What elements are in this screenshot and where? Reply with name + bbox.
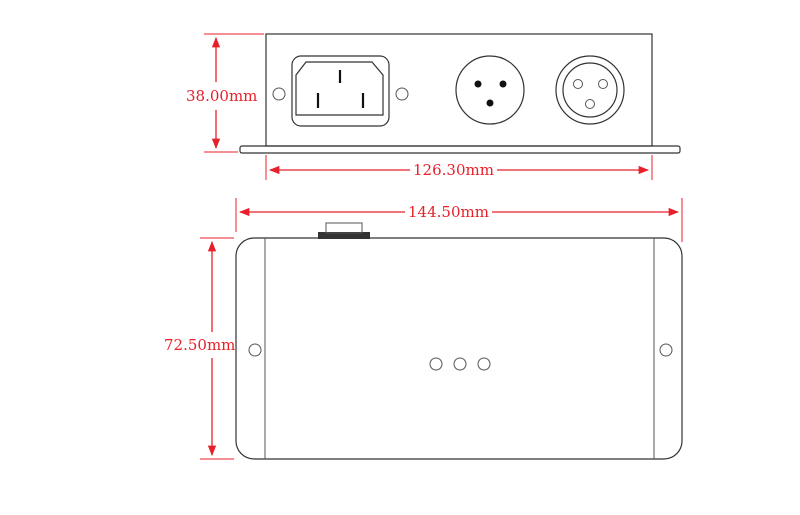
outer-width-label: 144.50mm: [408, 203, 489, 221]
front-view: [239, 33, 681, 154]
top-body: [235, 237, 683, 460]
xlr-female-connector-icon: [455, 55, 525, 125]
depth-dimension: 72.50mm: [164, 237, 235, 460]
xlr-male-connector-icon: [555, 55, 625, 125]
height-dimension: 38.00mm: [186, 33, 264, 153]
outer-width-dimension: 144.50mm: [235, 198, 683, 242]
top-view: [235, 222, 683, 460]
iec-power-inlet-icon: [272, 55, 409, 127]
depth-label: 72.50mm: [164, 336, 235, 354]
inner-width-dimension: 126.30mm: [265, 155, 653, 180]
top-tab: [318, 222, 370, 239]
height-label: 38.00mm: [186, 87, 257, 105]
indicator-leds: [429, 357, 491, 371]
mounting-hole-left: [248, 343, 262, 357]
led-icon: [453, 357, 467, 371]
inner-width-label: 126.30mm: [413, 161, 494, 179]
front-panel: [265, 33, 653, 147]
led-icon: [429, 357, 443, 371]
mounting-hole-right: [659, 343, 673, 357]
base-flange: [239, 145, 681, 154]
led-icon: [477, 357, 491, 371]
